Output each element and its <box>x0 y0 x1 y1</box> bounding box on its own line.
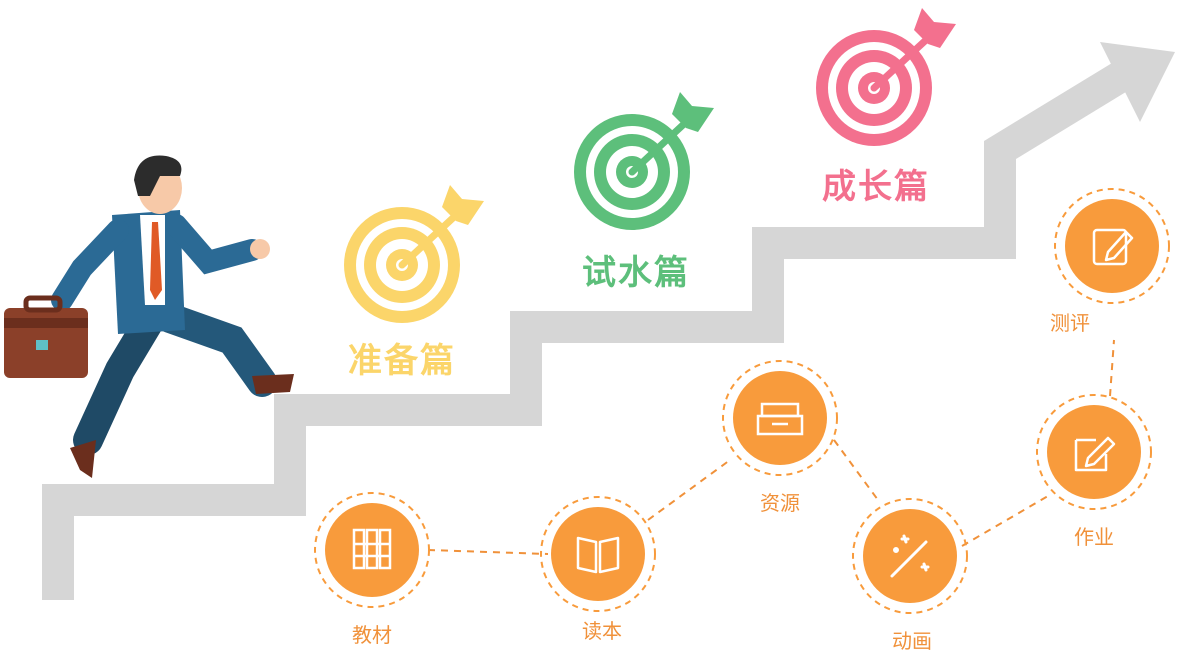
staircase <box>42 42 1175 600</box>
target-arrow-icon <box>344 185 484 323</box>
pencil-edit-icon <box>1074 436 1116 472</box>
magic-wand-icon <box>890 534 930 578</box>
target-arrow-icon <box>816 8 956 146</box>
stage-title: 试水篇 <box>582 253 690 293</box>
node-label: 动画 <box>892 629 932 652</box>
note-edit-icon <box>1092 228 1134 266</box>
node-label: 资源 <box>760 491 800 515</box>
node-resources[interactable]: 资源 <box>722 360 838 515</box>
stage-trial: 试水篇 <box>574 92 714 293</box>
businessman-illustration <box>4 155 294 478</box>
staircase-arrow-head <box>1100 42 1175 122</box>
inbox-tray-icon <box>756 402 804 436</box>
stage-title: 成长篇 <box>822 167 930 207</box>
node-label: 作业 <box>1074 525 1114 549</box>
node-connectors <box>427 339 1115 555</box>
bookshelf-icon <box>352 528 392 570</box>
node-reader[interactable]: 读本 <box>540 496 656 643</box>
target-arrow-icon <box>574 92 714 230</box>
node-animation[interactable]: 动画 <box>852 498 968 652</box>
node-label: 测评 <box>1050 311 1090 335</box>
node-label: 读本 <box>582 619 622 643</box>
node-textbook[interactable]: 教材 <box>314 492 430 647</box>
node-homework[interactable]: 作业 <box>1036 394 1152 549</box>
stage-growth: 成长篇 <box>816 8 956 207</box>
open-book-icon <box>576 536 620 574</box>
stage-title: 准备篇 <box>348 341 456 381</box>
node-assessment[interactable]: 测评 <box>1050 188 1170 335</box>
stage-preparation: 准备篇 <box>344 185 484 381</box>
node-label: 教材 <box>352 623 392 647</box>
